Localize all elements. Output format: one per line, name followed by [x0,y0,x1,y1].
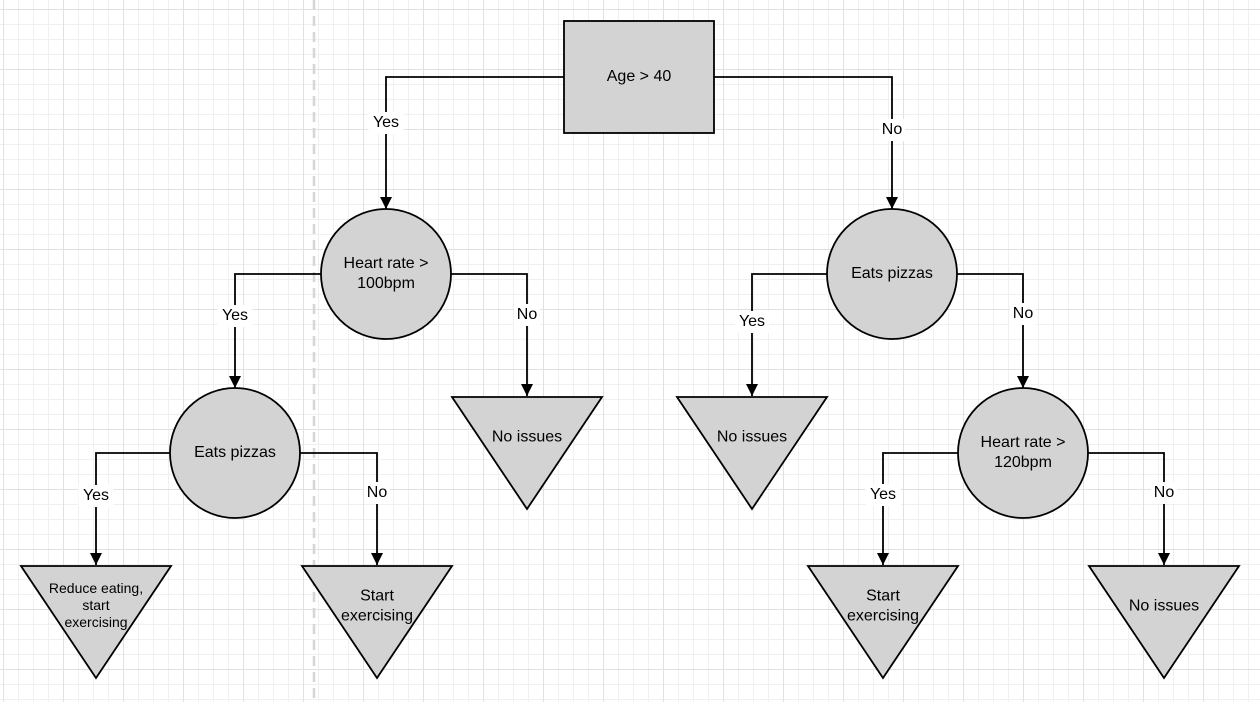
edge-label-yes: Yes [222,307,248,324]
node-label: Start exercising [341,588,413,625]
edge-label-background [364,482,390,504]
node-label-line: Age > 40 [607,68,672,85]
process-rectangle [563,20,715,134]
node-label: Start exercising [847,588,919,625]
node-start-1[interactable]: Start exercising [300,565,454,680]
outcome-triangle [1087,565,1241,680]
edge-age-to-eats_right: No [714,76,905,209]
node-label: Eats pizzas [851,265,933,282]
node-label: No issues [717,429,787,446]
edge-eats_left-to-reduce: Yes [78,452,170,565]
edge-label-yes: Yes [739,313,765,330]
node-label-line: exercising [341,608,413,625]
node-label-line: Start [866,588,900,605]
edge-connector [451,273,533,396]
node-label-line: exercising [64,614,127,630]
outcome-triangle [19,565,173,680]
edge-heart_100-to-no_issues_1: No [451,273,540,396]
node-label: No issues [492,429,562,446]
node-label: Heart rate > 100bpm [344,255,429,292]
node-start-2[interactable]: Start exercising [806,565,960,680]
edge-connector [300,452,383,565]
edge-connector [229,273,321,388]
outcome-triangle [675,396,829,511]
edge-heart_120-to-start_2: Yes [865,452,958,565]
node-label-line: No issues [717,429,787,446]
decision-circle [320,208,452,340]
node-label-line: Reduce eating, [49,580,143,596]
edge-eats_right-to-heart_120: No [957,273,1036,388]
node-label-line: Heart rate > [344,255,429,272]
node-heart-120[interactable]: Heart rate > 120bpm [957,387,1089,519]
edge-heart_100-to-eats_left: Yes [217,273,321,388]
node-label-line: Heart rate > [981,434,1066,451]
edge-connector [1088,452,1170,565]
node-label-line: start [82,597,109,613]
node-no-issues-2[interactable]: No issues [675,396,829,511]
outcome-triangle [450,396,604,511]
edge-age-to-heart_100: Yes [368,76,564,209]
node-label-line: No issues [1129,598,1199,615]
edge-label-no: No [367,484,388,501]
edge-eats_left-to-start_1: No [300,452,390,565]
node-heart-100[interactable]: Heart rate > 100bpm [320,208,452,340]
edge-label-background [865,484,901,506]
edge-connector [877,452,958,565]
node-label-line: No issues [492,429,562,446]
outcome-triangle [300,565,454,680]
node-label-line: Start [360,588,394,605]
node-label-line: 100bpm [357,275,415,292]
edge-connector [380,76,564,209]
edge-connector [957,273,1029,388]
edge-label-background [734,311,770,333]
edge-label-background [368,112,404,134]
node-label-line: 120bpm [994,454,1052,471]
edge-connector [90,452,170,565]
node-eats-right[interactable]: Eats pizzas [826,208,958,340]
node-label-line: exercising [847,608,919,625]
edge-label-background [217,305,253,327]
node-label: Heart rate > 120bpm [981,434,1066,471]
outcome-triangle [806,565,960,680]
edge-label-no: No [1154,484,1175,501]
edge-label-background [879,119,905,141]
decision-circle [826,208,958,340]
edge-eats_right-to-no_issues_2: Yes [734,273,827,396]
node-no-issues-3[interactable]: No issues [1087,565,1241,680]
edge-label-background [78,485,114,507]
edge-label-background [1010,303,1036,325]
edge-label-background [514,304,540,326]
decision-circle [957,387,1089,519]
edge-label-no: No [882,121,903,138]
edge-connector [746,273,827,396]
edge-label-no: No [1013,305,1034,322]
edge-connector [714,76,898,209]
node-label: Eats pizzas [194,444,276,461]
edge-label-background [1151,482,1177,504]
node-no-issues-1[interactable]: No issues [450,396,604,511]
node-eats-left[interactable]: Eats pizzas [169,387,301,519]
node-label: No issues [1129,598,1199,615]
node-age[interactable]: Age > 40 [563,20,715,134]
edge-label-no: No [517,306,538,323]
decision-circle [169,387,301,519]
edge-heart_120-to-no_issues_3: No [1088,452,1177,565]
node-label-line: Eats pizzas [851,265,933,282]
node-label: Age > 40 [607,68,672,85]
edge-label-yes: Yes [83,487,109,504]
edge-label-yes: Yes [373,114,399,131]
edge-label-yes: Yes [870,486,896,503]
node-label-line: Eats pizzas [194,444,276,461]
